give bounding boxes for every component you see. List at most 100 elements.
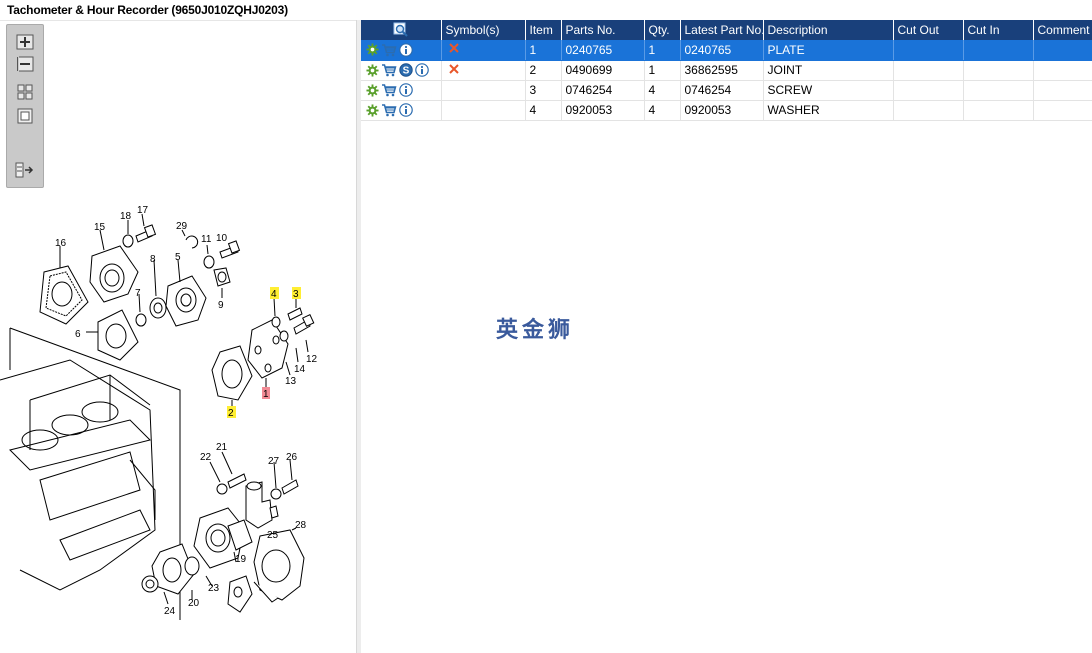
comment-cell xyxy=(1033,40,1092,61)
item-cell: 3 xyxy=(525,80,562,101)
info-button[interactable] xyxy=(415,63,429,77)
info-button[interactable] xyxy=(399,103,413,117)
callout-16[interactable]: 16 xyxy=(55,238,67,249)
comment-cell xyxy=(1033,100,1092,121)
cut-out-cell xyxy=(893,80,964,101)
callout-8[interactable]: 8 xyxy=(150,254,156,265)
window-title: Tachometer & Hour Recorder (9650J010ZQHJ… xyxy=(7,3,288,17)
zoom-out-button[interactable] xyxy=(15,55,35,73)
callout-27[interactable]: 27 xyxy=(268,456,280,467)
cut-out-cell xyxy=(893,100,964,121)
panel-splitter[interactable] xyxy=(357,20,361,653)
column-header-qty[interactable]: Qty. xyxy=(644,20,681,40)
column-header-description[interactable]: Description xyxy=(763,20,894,40)
cart-icon xyxy=(382,64,397,77)
add-to-cart-button[interactable] xyxy=(381,103,397,117)
gear-icon xyxy=(366,83,379,97)
supersession-icon: S xyxy=(399,63,413,77)
callout-10[interactable]: 10 xyxy=(216,233,228,244)
callout-20[interactable]: 20 xyxy=(188,598,200,609)
callout-highlight-4 xyxy=(270,287,279,299)
add-to-cart-button[interactable] xyxy=(381,83,397,97)
supersession-button[interactable]: S xyxy=(399,63,413,77)
callout-17[interactable]: 17 xyxy=(137,205,149,216)
add-to-cart-button[interactable] xyxy=(381,63,397,77)
plate-1 xyxy=(247,319,289,388)
callout-highlight-2 xyxy=(227,406,236,418)
column-header-cut-in[interactable]: Cut In xyxy=(963,20,1034,40)
callout-1[interactable]: 1 xyxy=(263,389,269,400)
zoom-in-button[interactable] xyxy=(15,33,35,51)
callout-6[interactable]: 6 xyxy=(75,329,81,340)
callout-19[interactable]: 19 xyxy=(235,554,247,565)
qty-cell: 4 xyxy=(644,80,681,101)
not-available-icon xyxy=(448,43,459,53)
panel-border xyxy=(0,20,357,21)
cut-in-cell xyxy=(963,40,1034,61)
add-to-cart-button[interactable] xyxy=(381,43,397,57)
reset-view-button[interactable] xyxy=(15,107,35,125)
panel-export-button[interactable] xyxy=(15,161,35,179)
column-header-item[interactable]: Item xyxy=(525,20,562,40)
latest-part-no-cell: 0920053 xyxy=(680,100,764,121)
item-cell: 4 xyxy=(525,100,562,121)
callout-2[interactable]: 2 xyxy=(228,408,234,419)
callout-21[interactable]: 21 xyxy=(216,442,228,453)
parts-table: Symbol(s) Item Parts No. Qty. Latest Par… xyxy=(361,20,1092,121)
callout-3[interactable]: 3 xyxy=(293,289,299,300)
qty-cell: 1 xyxy=(644,40,681,61)
callout-5[interactable]: 5 xyxy=(175,252,181,263)
info-button[interactable] xyxy=(399,83,413,97)
callout-28[interactable]: 28 xyxy=(295,520,307,531)
info-icon xyxy=(399,83,413,97)
callout-24[interactable]: 24 xyxy=(164,606,176,617)
column-header-latest-part-no[interactable]: Latest Part No. xyxy=(680,20,764,40)
gear-button[interactable] xyxy=(366,83,379,97)
callout-12[interactable]: 12 xyxy=(306,354,318,365)
callout-7[interactable]: 7 xyxy=(135,288,141,299)
callout-26[interactable]: 26 xyxy=(286,452,298,463)
callout-25[interactable]: 25 xyxy=(267,530,279,541)
description-cell: PLATE xyxy=(763,40,894,61)
callout-15[interactable]: 15 xyxy=(94,222,106,233)
callout-4[interactable]: 4 xyxy=(271,289,277,300)
column-header-cut-out[interactable]: Cut Out xyxy=(893,20,964,40)
gear-button[interactable] xyxy=(366,43,379,56)
part-no-cell: 0920053 xyxy=(561,100,645,121)
row-actions-cell xyxy=(361,80,442,101)
column-header-parts-no[interactable]: Parts No. xyxy=(561,20,645,40)
callout-14[interactable]: 14 xyxy=(294,364,306,375)
symbols-cell xyxy=(441,100,526,121)
fit-grid-icon xyxy=(17,84,33,100)
parts-diagram[interactable]: 16 15 18 17 29 11 10 8 5 7 9 6 4 3 12 14… xyxy=(0,190,356,653)
column-header-symbols[interactable]: Symbol(s) xyxy=(441,20,526,40)
callout-13[interactable]: 13 xyxy=(285,376,297,387)
fit-grid-button[interactable] xyxy=(15,83,35,101)
callout-29[interactable]: 29 xyxy=(176,221,188,232)
bolt-10 xyxy=(219,240,241,259)
callout-9[interactable]: 9 xyxy=(218,300,224,311)
column-header-icon[interactable] xyxy=(361,20,442,40)
description-cell: JOINT xyxy=(763,60,894,81)
callout-22[interactable]: 22 xyxy=(200,452,212,463)
info-button[interactable] xyxy=(399,42,413,57)
qty-cell: 1 xyxy=(644,60,681,81)
callout-11[interactable]: 11 xyxy=(201,234,212,245)
gasket-16 xyxy=(39,246,89,325)
gear-button[interactable] xyxy=(366,103,379,117)
column-header-comment[interactable]: Comment xyxy=(1033,20,1092,40)
symbols-cell xyxy=(441,40,526,61)
panel-border xyxy=(356,20,357,653)
part-no-cell: 0490699 xyxy=(561,60,645,81)
symbols-cell xyxy=(441,60,526,81)
callout-23[interactable]: 23 xyxy=(208,583,220,594)
gear-button[interactable] xyxy=(366,63,379,77)
cut-in-cell xyxy=(963,60,1034,81)
callout-highlight-3 xyxy=(292,287,301,299)
callout-18[interactable]: 18 xyxy=(120,211,132,222)
gear-icon xyxy=(366,103,379,117)
